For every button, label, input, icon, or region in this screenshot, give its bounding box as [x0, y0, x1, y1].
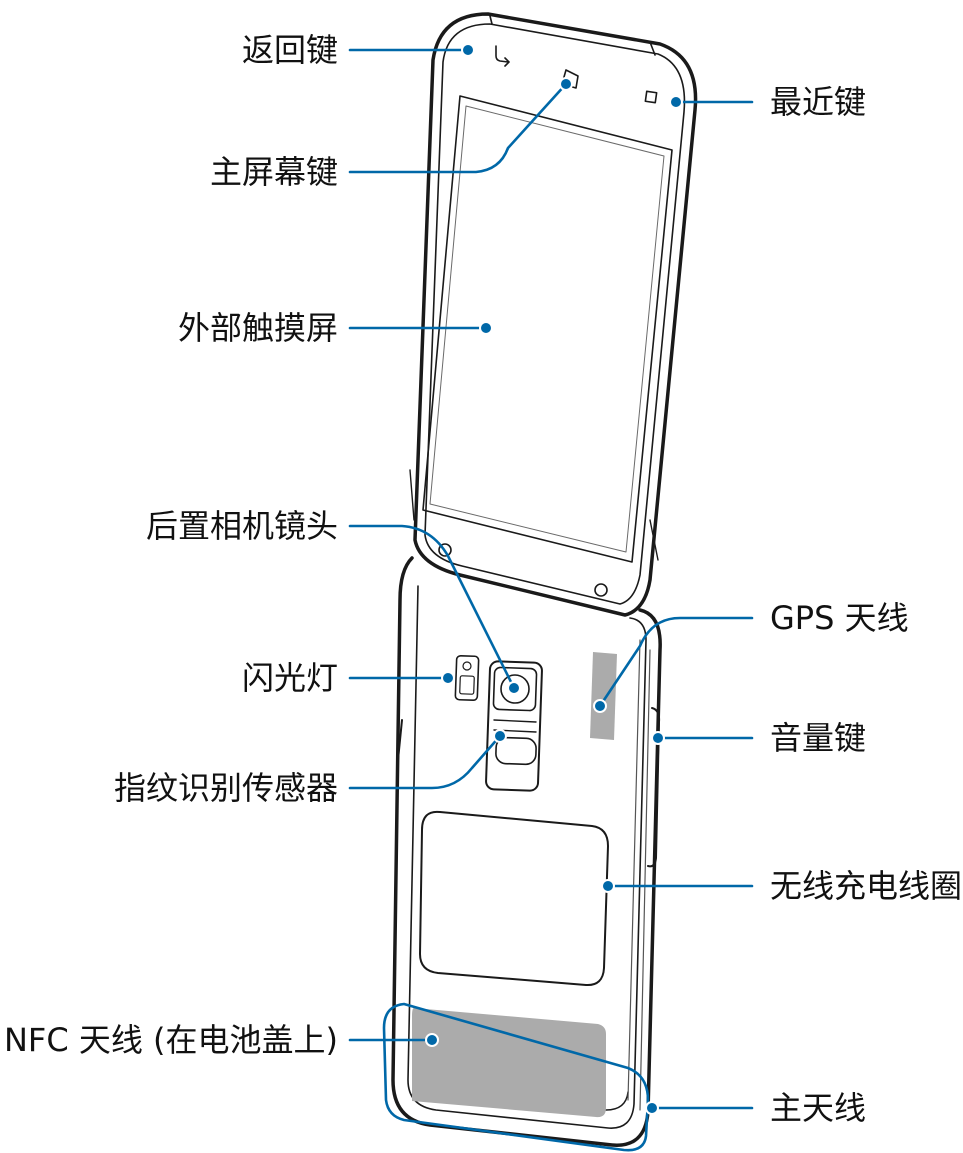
- flip-side-detail: [409, 469, 659, 561]
- dot-rear-camera: [507, 681, 521, 695]
- callout-line-gps: [598, 616, 754, 708]
- flip-screw-right: [594, 583, 608, 597]
- label-gps-antenna: GPS 天线: [770, 599, 909, 637]
- callout-line-rear-camera: [348, 524, 516, 690]
- fingerprint-pad-shape: [495, 736, 537, 766]
- label-nfc-antenna: NFC 天线 (在电池盖上): [4, 1021, 338, 1059]
- label-rear-camera: 后置相机镜头: [146, 507, 338, 545]
- dot-outer-screen: [479, 321, 493, 335]
- flash-sensor-circle: [462, 661, 472, 671]
- recent-key-icon: [644, 90, 658, 104]
- gps-antenna-area: [590, 652, 617, 740]
- dot-nfc: [425, 1033, 439, 1047]
- nfc-antenna-area: [412, 1008, 606, 1118]
- body-right-rail: [627, 639, 651, 1111]
- dot-fingerprint: [493, 729, 507, 743]
- flip-top-cap: [489, 15, 656, 56]
- label-fingerprint-sensor: 指纹识别传感器: [114, 769, 338, 807]
- label-volume-key: 音量键: [770, 719, 866, 757]
- dot-volume: [651, 731, 665, 745]
- volume-key-shape: [647, 707, 661, 868]
- camera-lens-housing: [492, 666, 538, 712]
- callout-line-fingerprint: [348, 734, 502, 790]
- dot-main-antenna: [645, 1101, 659, 1115]
- label-main-antenna: 主天线: [770, 1089, 866, 1127]
- dot-back-key: [461, 43, 475, 57]
- dot-recent-key: [669, 95, 683, 109]
- dot-flash: [441, 671, 455, 685]
- label-back-key: 返回键: [242, 31, 338, 69]
- callout-line-home-key: [348, 82, 568, 174]
- camera-module-frame: [485, 660, 543, 792]
- flip-outer-edge: [413, 12, 698, 617]
- dot-home-key: [559, 77, 573, 91]
- callout-dots: [425, 43, 683, 1115]
- wireless-charging-coil-shape: [419, 810, 609, 987]
- flip-inner-edge: [424, 23, 686, 605]
- outer-screen-inner: [429, 105, 665, 553]
- callout-lines: [348, 48, 754, 1152]
- body-left-key: [397, 719, 403, 761]
- camera-lens-outer: [500, 674, 530, 704]
- label-flash: 闪光灯: [242, 659, 338, 697]
- label-outer-touchscreen: 外部触摸屏: [178, 309, 338, 347]
- flash-housing: [454, 654, 480, 702]
- antenna-areas: [412, 652, 617, 1118]
- dot-coil: [601, 879, 615, 893]
- label-recent-key: 最近键: [770, 83, 866, 121]
- flip-screw-left: [438, 543, 452, 557]
- main-antenna-outline: [382, 1002, 650, 1152]
- phone-illustration: [391, 12, 698, 1147]
- flash-led: [459, 675, 475, 695]
- back-key-icon: [495, 45, 510, 67]
- label-home-key: 主屏幕键: [210, 153, 338, 191]
- outer-screen: [422, 95, 673, 563]
- labels: 返回键 主屏幕键 外部触摸屏 后置相机镜头 闪光灯 指纹识别传感器 NFC 天线…: [4, 31, 962, 1127]
- body-outer-edge: [391, 556, 662, 1147]
- dot-gps: [593, 699, 607, 713]
- label-wireless-charging-coil: 无线充电线圈: [770, 867, 962, 905]
